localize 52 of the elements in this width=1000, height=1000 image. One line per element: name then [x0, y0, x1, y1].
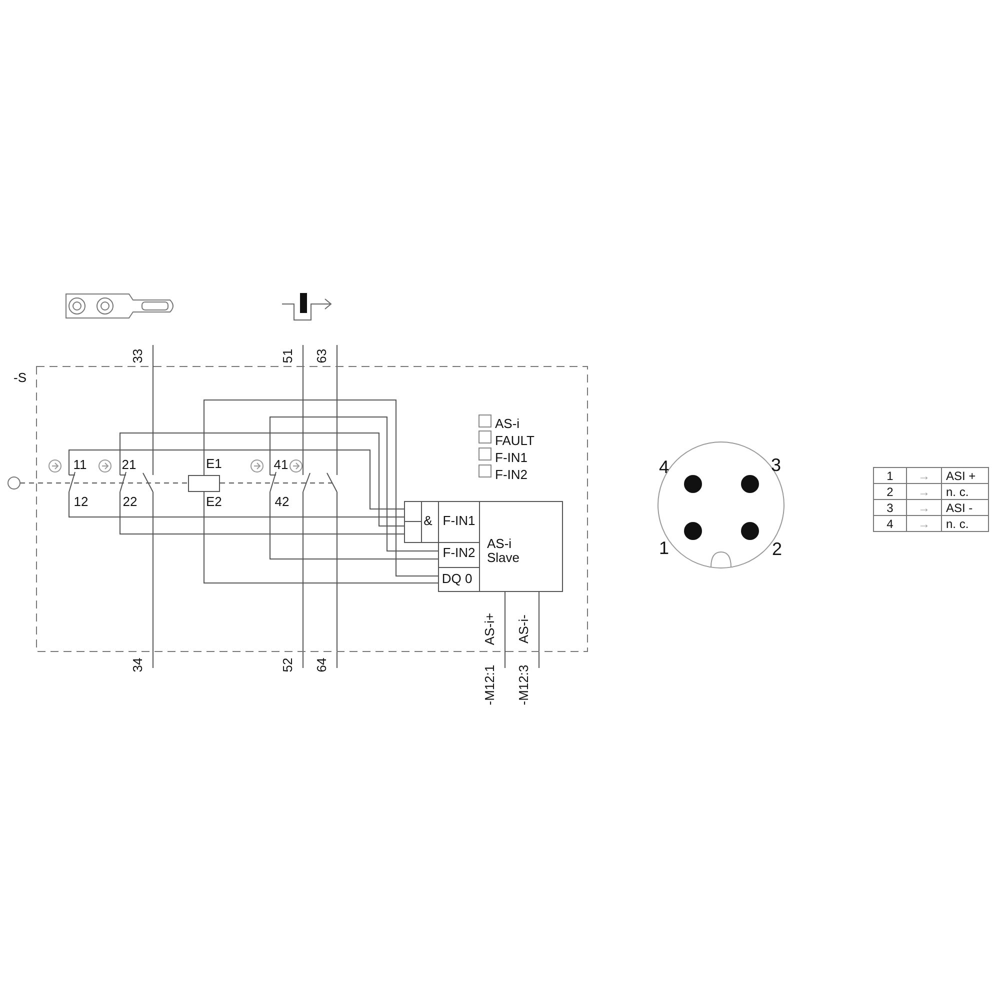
table-cell: 1	[874, 468, 906, 484]
terminal-label: 22	[122, 495, 138, 509]
terminal-label: E2	[206, 495, 222, 509]
arrow-cell: →	[906, 500, 942, 516]
terminal-label: 34	[131, 658, 145, 672]
terminal-label: 51	[281, 348, 295, 364]
device-tag: -S	[14, 371, 26, 385]
table-cell: 3	[874, 500, 906, 516]
pin-number: 2	[772, 540, 782, 558]
connector-face-drawing	[656, 440, 786, 570]
coil-symbol	[188, 475, 220, 492]
arrow-cell: →	[906, 516, 942, 532]
indicator-label: F-IN2	[495, 468, 528, 482]
table-cell: ASI -	[942, 500, 988, 516]
indicator-label: AS-i	[495, 417, 520, 431]
mechanical-link-line	[220, 482, 332, 484]
terminal-label: 33	[131, 348, 145, 364]
table-cell: n. c.	[942, 484, 988, 500]
arrow-cell: →	[906, 468, 942, 484]
table-cell: n. c.	[942, 516, 988, 532]
table-cell: 4	[874, 516, 906, 532]
wire	[204, 400, 438, 576]
connector-label: -M12:3	[517, 664, 531, 706]
module-label: DQ 0	[442, 572, 472, 586]
module-label: &	[424, 514, 432, 528]
terminal-label: 41	[274, 458, 288, 472]
module-label: F-IN1	[442, 514, 476, 528]
wire-label: AS-i-	[517, 614, 531, 644]
terminal-label: 63	[315, 348, 329, 364]
terminal-label: 11	[73, 458, 87, 472]
asi-slave-module	[404, 501, 563, 592]
module-label: F-IN2	[442, 546, 476, 560]
module-label: AS-i Slave	[487, 537, 521, 565]
arrow-cell: →	[906, 484, 942, 500]
wire-label: AS-i+	[483, 612, 497, 646]
terminal-label: 52	[281, 658, 295, 672]
table-cell: 2	[874, 484, 906, 500]
terminal-label: 64	[315, 658, 329, 672]
pin-number: 3	[771, 456, 781, 474]
indicator-label: F-IN1	[495, 451, 528, 465]
table-cell: ASI +	[942, 468, 988, 484]
pin-number: 1	[659, 539, 669, 557]
terminal-label: 42	[274, 495, 290, 509]
terminal-label: E1	[206, 457, 222, 471]
pin-number: 4	[659, 458, 669, 476]
terminal-label: 21	[122, 458, 136, 472]
terminal-label: 12	[74, 495, 88, 509]
actuator-circle	[8, 477, 20, 489]
indicator-label: FAULT	[495, 434, 534, 448]
wire	[204, 492, 438, 584]
mechanical-link-line	[20, 482, 188, 484]
connector-label: -M12:1	[483, 664, 497, 706]
